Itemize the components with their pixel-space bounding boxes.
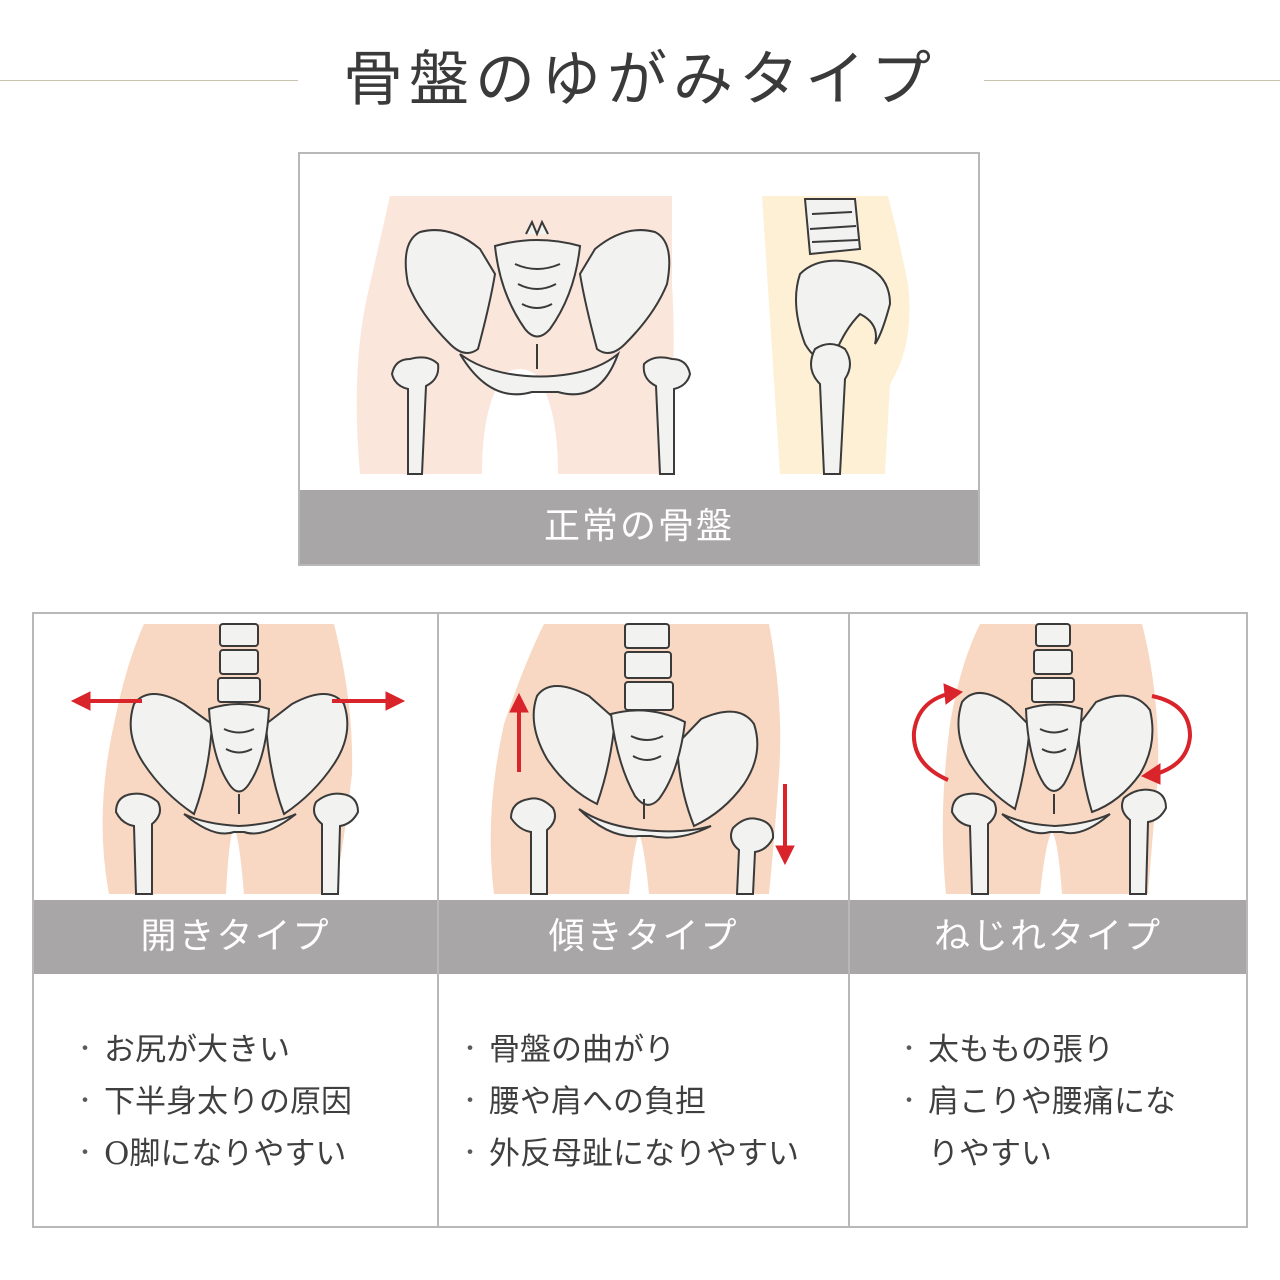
distortion-types-grid: 開きタイプ お尻が大きい 下半身太りの原因 O脚になりやすい: [32, 612, 1248, 1228]
twist-type-arrows: [911, 683, 1193, 785]
normal-pelvis-panel: 正常の骨盤: [298, 152, 980, 566]
front-pelvis-bones: [390, 229, 692, 475]
normal-pelvis-illustration: [356, 196, 910, 475]
tilt-type-label: 傾きタイプ: [439, 900, 848, 974]
tilt-type-arrows: [509, 692, 795, 866]
normal-pelvis-label: 正常の骨盤: [300, 490, 978, 564]
tilt-type-features: 骨盤の曲がり 腰や肩への負担 外反母趾になりやすい: [459, 1024, 799, 1180]
tilt-type-column: 傾きタイプ 骨盤の曲がり 腰や肩への負担 外反母趾になりやすい: [437, 614, 848, 1226]
open-type-arrows: [70, 691, 406, 711]
header-rule-left: [0, 80, 298, 81]
list-item: お尻が大きい: [74, 1024, 352, 1076]
twist-type-features: 太ももの張り 肩こりや腰痛になりやすい: [898, 1024, 1198, 1180]
list-item: 下半身太りの原因: [74, 1076, 352, 1128]
side-pelvis-bones: [795, 198, 892, 475]
header-rule-right: [984, 80, 1280, 81]
list-item: 腰や肩への負担: [459, 1076, 799, 1128]
open-type-label: 開きタイプ: [34, 900, 437, 974]
open-type-column: 開きタイプ お尻が大きい 下半身太りの原因 O脚になりやすい: [34, 614, 437, 1226]
open-type-illustration: [70, 623, 406, 895]
open-type-features: お尻が大きい 下半身太りの原因 O脚になりやすい: [74, 1024, 352, 1180]
twist-type-label: ねじれタイプ: [850, 900, 1246, 974]
list-item: 太ももの張り: [898, 1024, 1198, 1076]
twist-type-column: ねじれタイプ 太ももの張り 肩こりや腰痛になりやすい: [848, 614, 1246, 1226]
twist-type-illustration: [911, 623, 1193, 895]
tilt-type-illustration: [490, 623, 795, 895]
list-item: 肩こりや腰痛になりやすい: [898, 1076, 1198, 1180]
page-title: 骨盤のゆがみタイプ: [343, 45, 937, 115]
list-item: 外反母趾になりやすい: [459, 1128, 799, 1180]
list-item: O脚になりやすい: [74, 1128, 352, 1180]
list-item: 骨盤の曲がり: [459, 1024, 799, 1076]
